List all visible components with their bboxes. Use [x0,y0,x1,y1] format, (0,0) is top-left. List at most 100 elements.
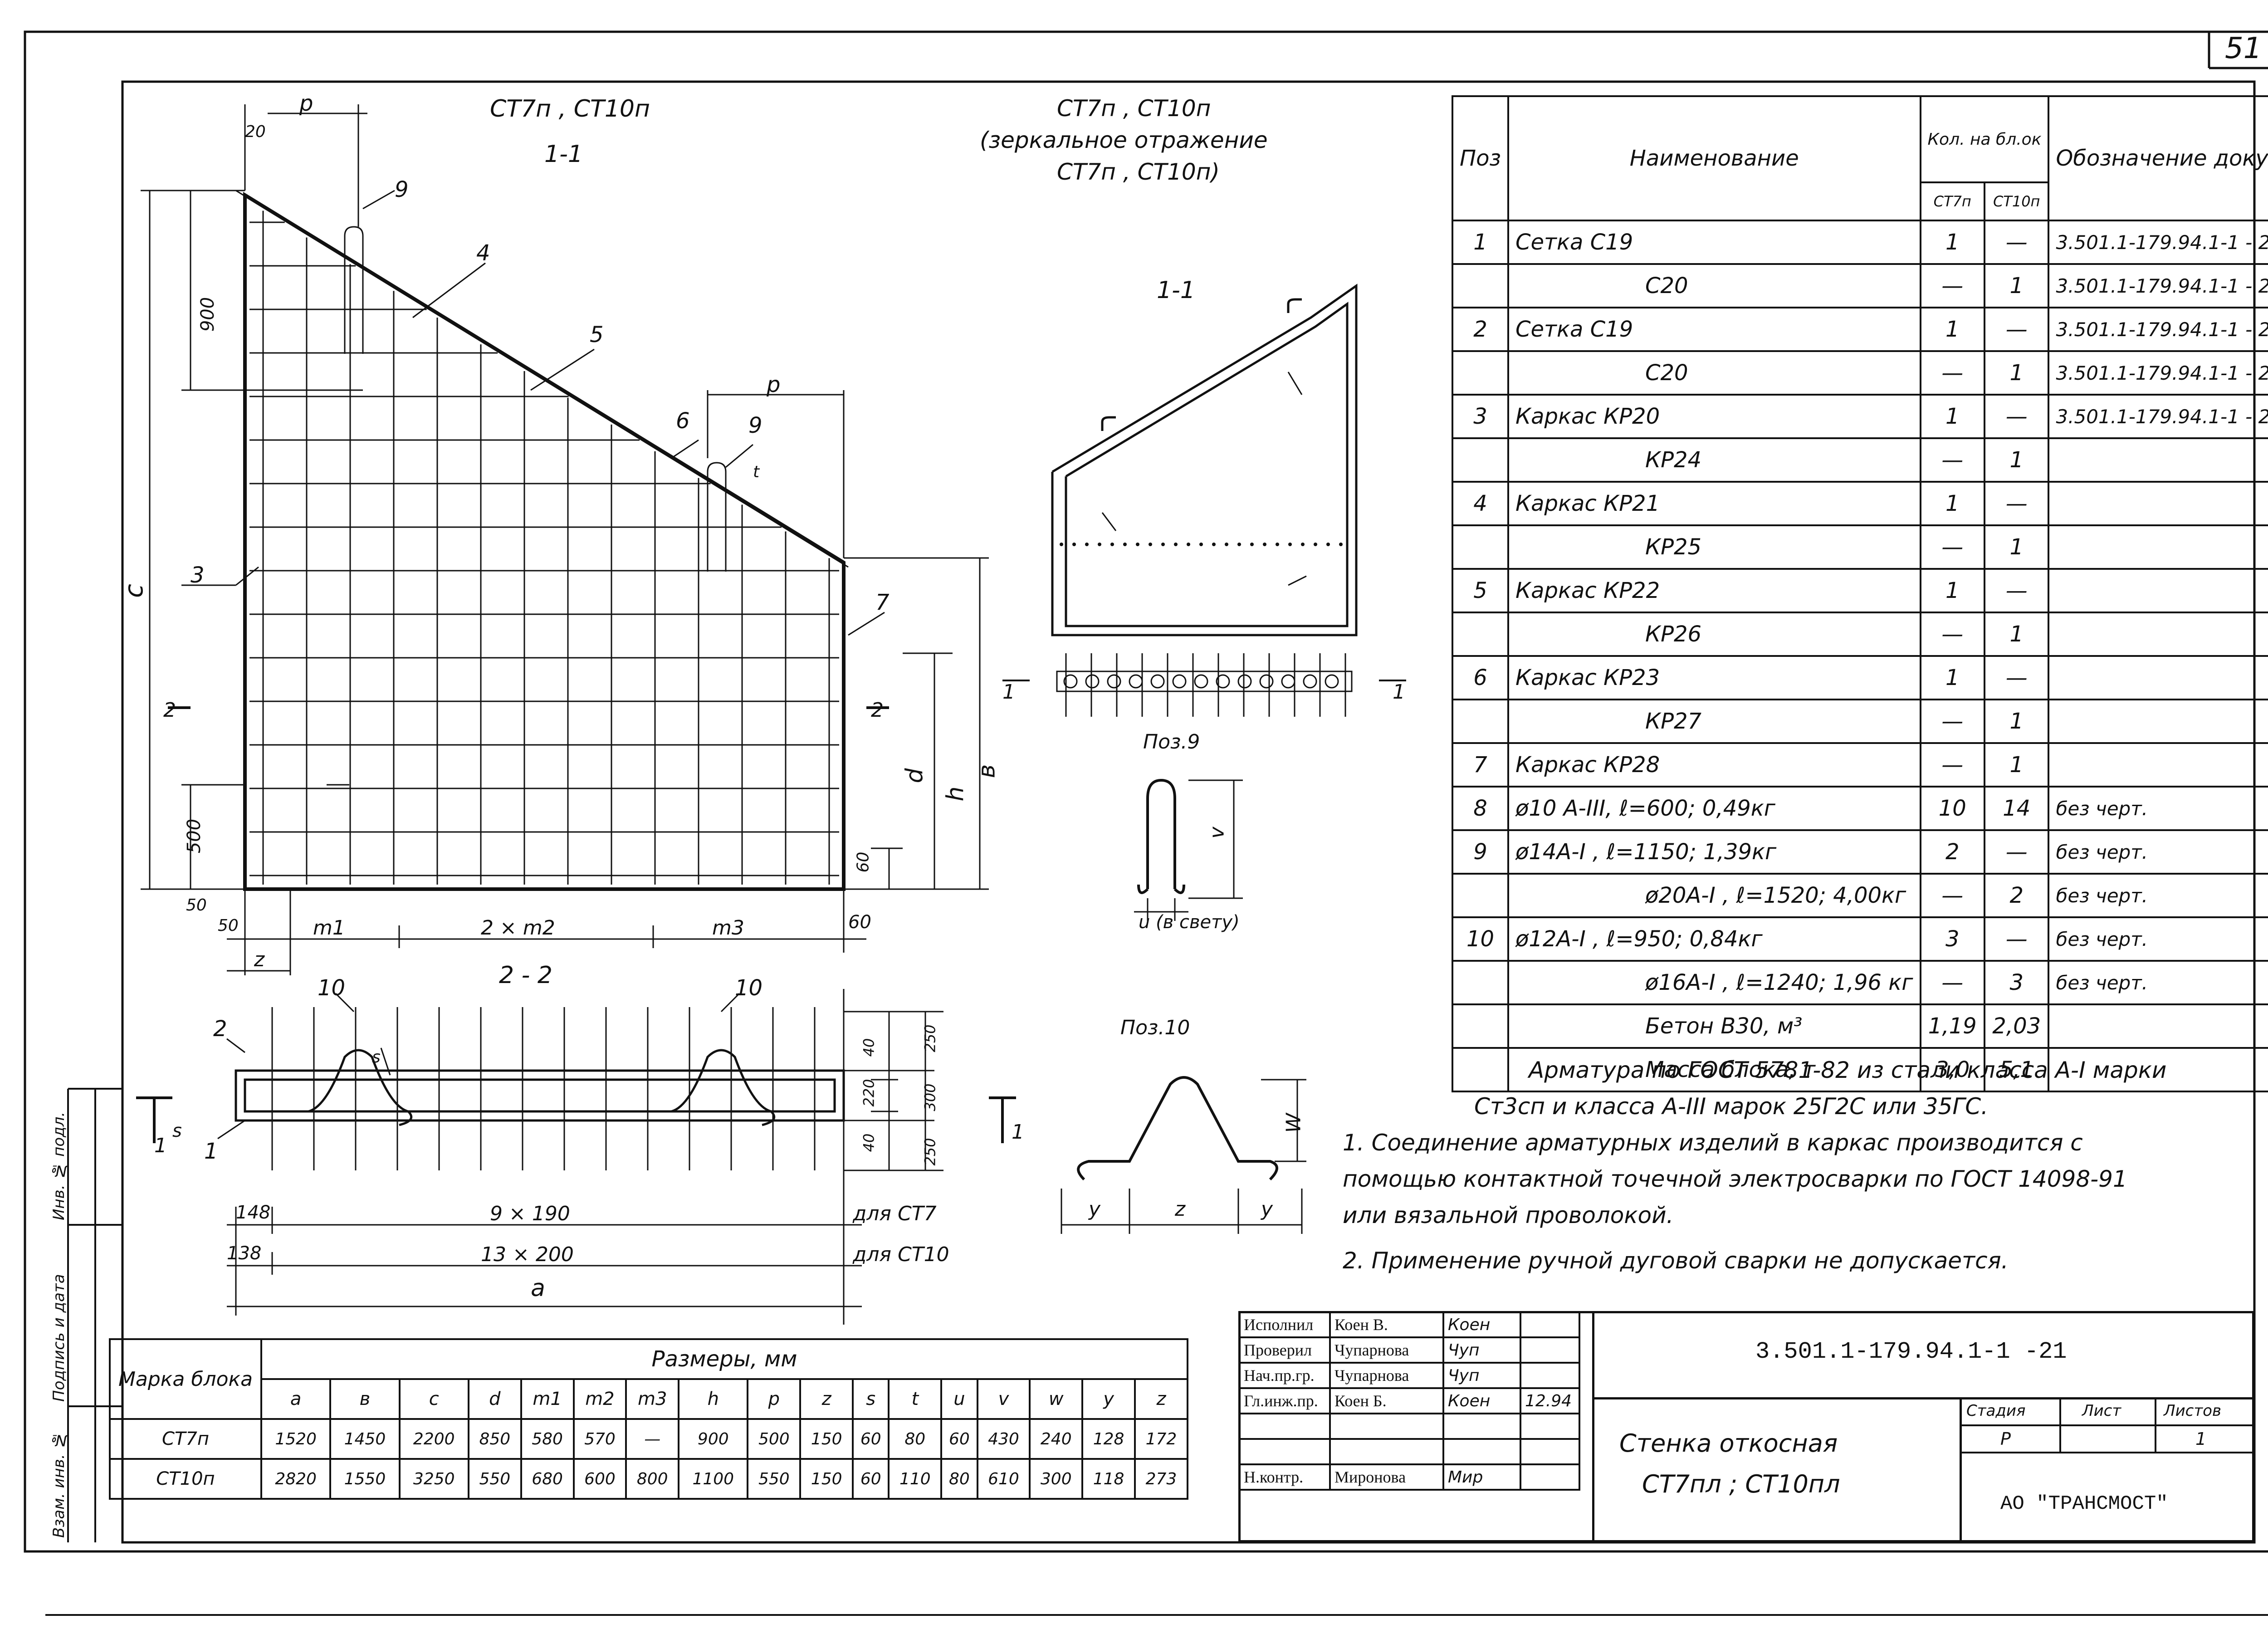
dim-s: s [172,1120,182,1141]
section-marker: 1 [154,1134,167,1157]
dims-mark-header: Марка блока [109,1338,262,1420]
spec-qty-a: — [1919,612,1985,657]
dims-col-header: t [888,1378,943,1420]
rebar-dot [1098,543,1101,546]
spec-qty-a: 2 [1919,829,1985,875]
spec-pos [1452,350,1509,396]
stamp-name: Миронова [1329,1463,1444,1491]
section-marker: 2 [163,699,176,722]
stamp-name: Коен Б. [1329,1387,1444,1414]
dims-cell: 800 [625,1458,680,1500]
spec-qty-b: — [1983,829,2050,875]
sheets-header: Листов [2164,1402,2222,1420]
rebar-dot [1263,543,1266,546]
section-1-1-view [1002,284,1406,717]
spec-header-doc: Обозначение документа [2048,95,2268,221]
organization: АО "ТРАНСМОСТ" [2000,1492,2168,1515]
spec-pos [1452,263,1509,308]
dims-cell: 1450 [329,1418,401,1460]
rebar-dot [1326,543,1330,546]
spec-pos: 5 [1452,568,1509,613]
poz10-detail [1061,1076,1306,1234]
spec-doc: без черт. [2048,873,2268,918]
dims-cell: 850 [467,1418,522,1460]
dim-a: a [531,1275,545,1302]
dims-col-header: v [976,1378,1031,1420]
spec-doc [2048,524,2268,570]
spec-doc [2048,742,2268,788]
specification-table: Поз Наименование Кол. на бл.ок Обозначен… [1452,95,2268,1092]
dims-cell: 110 [888,1458,943,1500]
dim-y: y [1261,1198,1273,1221]
dims-cell: 900 [678,1418,749,1460]
spec-qty-a: — [1919,437,1985,483]
dims-col-header: u [940,1378,978,1420]
dims-col-header: s [852,1378,890,1420]
spec-doc [2048,699,2268,744]
dims-cell: 610 [976,1458,1031,1500]
stamp-name [1329,1413,1444,1440]
spec-name: Каркас КР28 [1507,742,1921,788]
spec-qty-b: 1 [1983,742,2050,788]
rebar-dot [1237,543,1241,546]
dim-t: t [753,463,760,481]
callout-4: 4 [476,240,490,266]
dims-cell: 500 [747,1418,802,1460]
dim-m1: m1 [313,916,345,939]
spec-qty-a: — [1919,699,1985,744]
spec-name: Сетка С19 [1507,220,1921,265]
dim-9x190: 9 × 190 [490,1202,570,1225]
dims-col-header: h [678,1378,749,1420]
spec-qty-a: 1 [1919,481,1985,526]
spec-qty-a: — [1919,263,1985,308]
spec-name: КР27 [1507,699,1921,744]
section-1-1-title: 1-1 [1157,277,1195,304]
spec-name: Каркас КР22 [1507,568,1921,613]
spec-qty-a: 1 [1919,394,1985,439]
note-armature: Арматура по ГОСТ 5781-82 из стали класса… [1529,1057,2167,1083]
spec-qty-a: — [1919,524,1985,570]
dims-cell: 150 [799,1458,854,1500]
dims-cell: 1520 [260,1418,332,1460]
stamp-date [1520,1413,1580,1440]
spec-qty-b: 1 [1983,350,2050,396]
spec-pos [1452,437,1509,483]
spec-header-qty: Кол. на бл.ок [1919,95,2050,183]
spec-name: ø14А-I , ℓ=1150; 1,39кг [1507,829,1921,875]
spec-name: Каркас КР20 [1507,394,1921,439]
stamp-sign: Мир [1442,1463,1521,1491]
dims-cell: 1100 [678,1458,749,1500]
rebar-section [1281,674,1295,689]
spec-qty-a: 3,0 [1919,1047,1985,1092]
dims-col-header: c [398,1378,469,1420]
spec-doc [2048,612,2268,657]
spec-doc: 3.501.1-179.94.1-1 - 23 [2048,220,2268,265]
spec-doc: без черт. [2048,960,2268,1005]
spec-name: ø20А-I , ℓ=1520; 4,00кг [1507,873,1921,918]
spec-name: Каркас КР23 [1507,655,1921,700]
callout-3: 3 [191,563,205,588]
section-marker: 1 [1002,680,1015,704]
stamp-sign: Чуп [1442,1362,1521,1389]
dims-cell: 273 [1134,1458,1189,1500]
stamp-sign: Коен [1442,1387,1521,1414]
dims-col-header: w [1029,1378,1084,1420]
spec-pos [1452,873,1509,918]
spec-doc: 3.501.1-179.94.1-1 - 24 [2048,350,2268,396]
rebar-section [1325,674,1339,689]
dim-p: p [767,372,781,397]
spec-name: КР26 [1507,612,1921,657]
rebar-dot [1276,543,1279,546]
spec-qty-b: 1 [1983,437,2050,483]
dims-cell: 430 [976,1418,1031,1460]
dim-c: c [119,584,149,598]
section-2-2-title: 2 - 2 [499,962,552,989]
spec-pos: 2 [1452,307,1509,352]
